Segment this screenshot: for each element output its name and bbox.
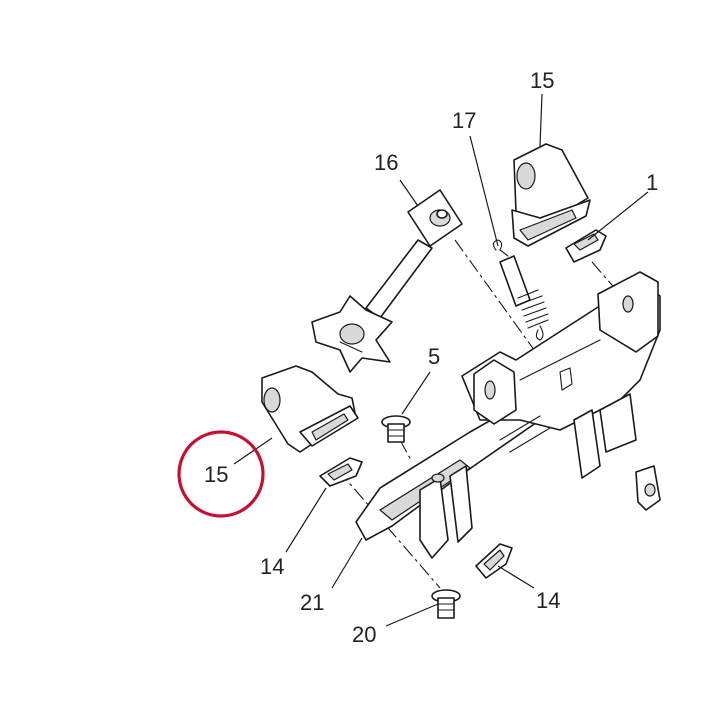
part-15-lower-bracket[interactable]: [261, 365, 359, 453]
callout-15-top[interactable]: 15: [530, 68, 554, 93]
part-20-screw[interactable]: [431, 589, 461, 619]
part-16-strut[interactable]: [311, 189, 463, 373]
part-15-top-bracket[interactable]: [511, 143, 591, 247]
callout-labels: 15 17 16 1 5 15 14 21 14 20: [204, 68, 658, 647]
highlight-ring: [177, 430, 265, 518]
callout-21[interactable]: 21: [300, 590, 324, 615]
callout-17[interactable]: 17: [452, 108, 476, 133]
callout-15-highlighted[interactable]: 15: [204, 462, 228, 487]
callout-1[interactable]: 1: [646, 170, 658, 195]
leader-lines: [233, 93, 649, 627]
part-1-clip[interactable]: [565, 229, 607, 263]
callout-16[interactable]: 16: [374, 150, 398, 175]
part-17-spring[interactable]: [492, 239, 549, 341]
part-5-screw[interactable]: [381, 415, 411, 443]
part-21-main-frame[interactable]: [355, 271, 661, 559]
callout-14-left[interactable]: 14: [260, 554, 284, 579]
callout-20[interactable]: 20: [352, 622, 376, 647]
callout-14-right[interactable]: 14: [536, 588, 560, 613]
callout-5[interactable]: 5: [428, 344, 440, 369]
part-14-left-clip[interactable]: [319, 457, 363, 487]
part-14-right-clip[interactable]: [475, 543, 513, 579]
